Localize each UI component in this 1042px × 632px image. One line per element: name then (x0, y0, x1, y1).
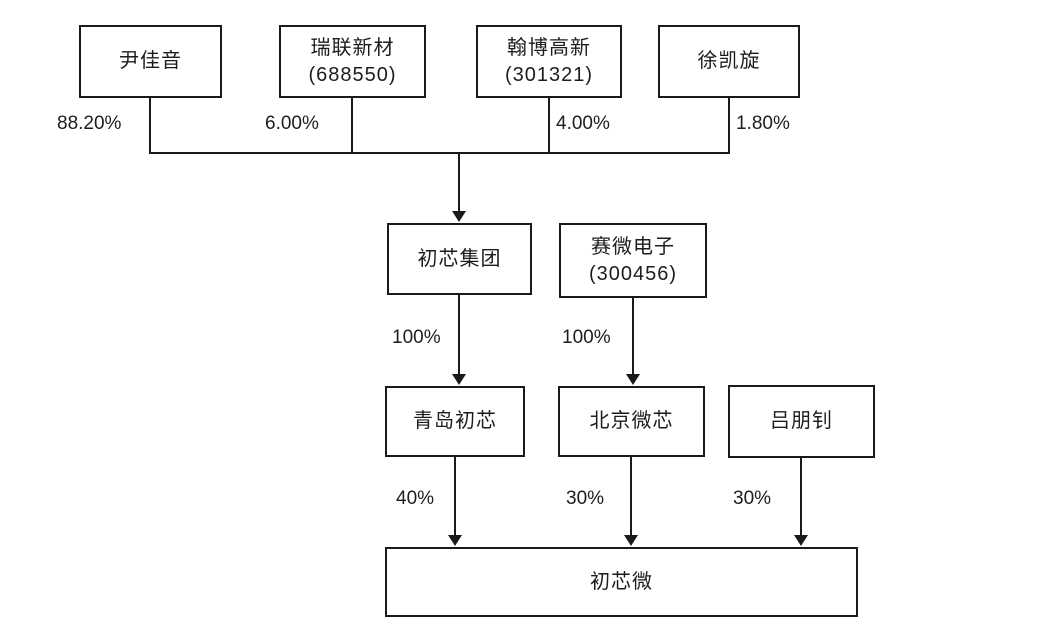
connector-bus-drop (458, 152, 460, 212)
edge-label-xu-percent: 1.80% (736, 113, 790, 134)
node-stock-code: (300456) (588, 262, 678, 285)
edge-label-qingdao-percent: 40% (396, 488, 435, 509)
node-chuxinwei: 初芯微 (385, 547, 858, 617)
edge-label-saiwei-percent: 100% (562, 327, 611, 348)
node-xu-kaixuan: 徐凯旋 (658, 25, 800, 98)
node-chuxin-group: 初芯集团 (387, 223, 532, 295)
edge-label-group-percent: 100% (392, 327, 441, 348)
connector-lv-to-chuxinwei (800, 458, 802, 535)
node-label: 初芯集团 (417, 247, 502, 270)
connector-saiwei-to-beijing (632, 298, 634, 374)
node-label: 青岛初芯 (413, 410, 497, 432)
arrowhead-down-icon (448, 535, 462, 546)
connector-yin-stub (149, 98, 151, 152)
edge-label-yin-percent: 88.20% (57, 113, 122, 134)
node-label: 尹佳音 (119, 50, 182, 72)
node-qingdao-chuxin: 青岛初芯 (385, 386, 525, 457)
node-label: 瑞联新材 (310, 36, 395, 59)
node-label: 赛微电子 (591, 235, 675, 258)
node-hanbo-gaoxin: 翰博高新 (301321) (476, 25, 622, 98)
connector-ruilian-stub (351, 98, 353, 152)
node-beijing-weixin: 北京微芯 (558, 386, 705, 457)
connector-group-to-qingdao (458, 295, 460, 374)
edge-label-lv-percent: 30% (733, 488, 772, 509)
node-ruilian-xincai: 瑞联新材 (688550) (279, 25, 426, 98)
edge-label-ruilian-percent: 6.00% (265, 113, 319, 134)
arrowhead-down-icon (624, 535, 638, 546)
node-label: 徐凯旋 (697, 50, 761, 72)
node-yin-jiayin: 尹佳音 (79, 25, 222, 98)
arrowhead-down-icon (452, 211, 466, 222)
connector-bus (149, 152, 730, 154)
connector-hanbo-stub (548, 98, 550, 152)
edge-label-hanbo-percent: 4.00% (556, 113, 610, 134)
node-lv-pengzhao: 吕朋钊 (728, 385, 875, 458)
node-stock-code: (688550) (308, 63, 397, 86)
node-saiwei-dianzi: 赛微电子 (300456) (559, 223, 707, 298)
node-label: 吕朋钊 (770, 410, 833, 432)
arrowhead-down-icon (626, 374, 640, 385)
node-label: 初芯微 (590, 570, 653, 593)
arrowhead-down-icon (452, 374, 466, 385)
arrowhead-down-icon (794, 535, 808, 546)
node-label: 翰博高新 (507, 36, 591, 59)
node-stock-code: (301321) (504, 63, 594, 86)
connector-xu-stub (728, 98, 730, 152)
connector-qingdao-to-chuxinwei (454, 457, 456, 535)
edge-label-beijing-percent: 30% (566, 488, 605, 509)
node-label: 北京微芯 (589, 410, 674, 432)
connector-beijing-to-chuxinwei (630, 457, 632, 535)
